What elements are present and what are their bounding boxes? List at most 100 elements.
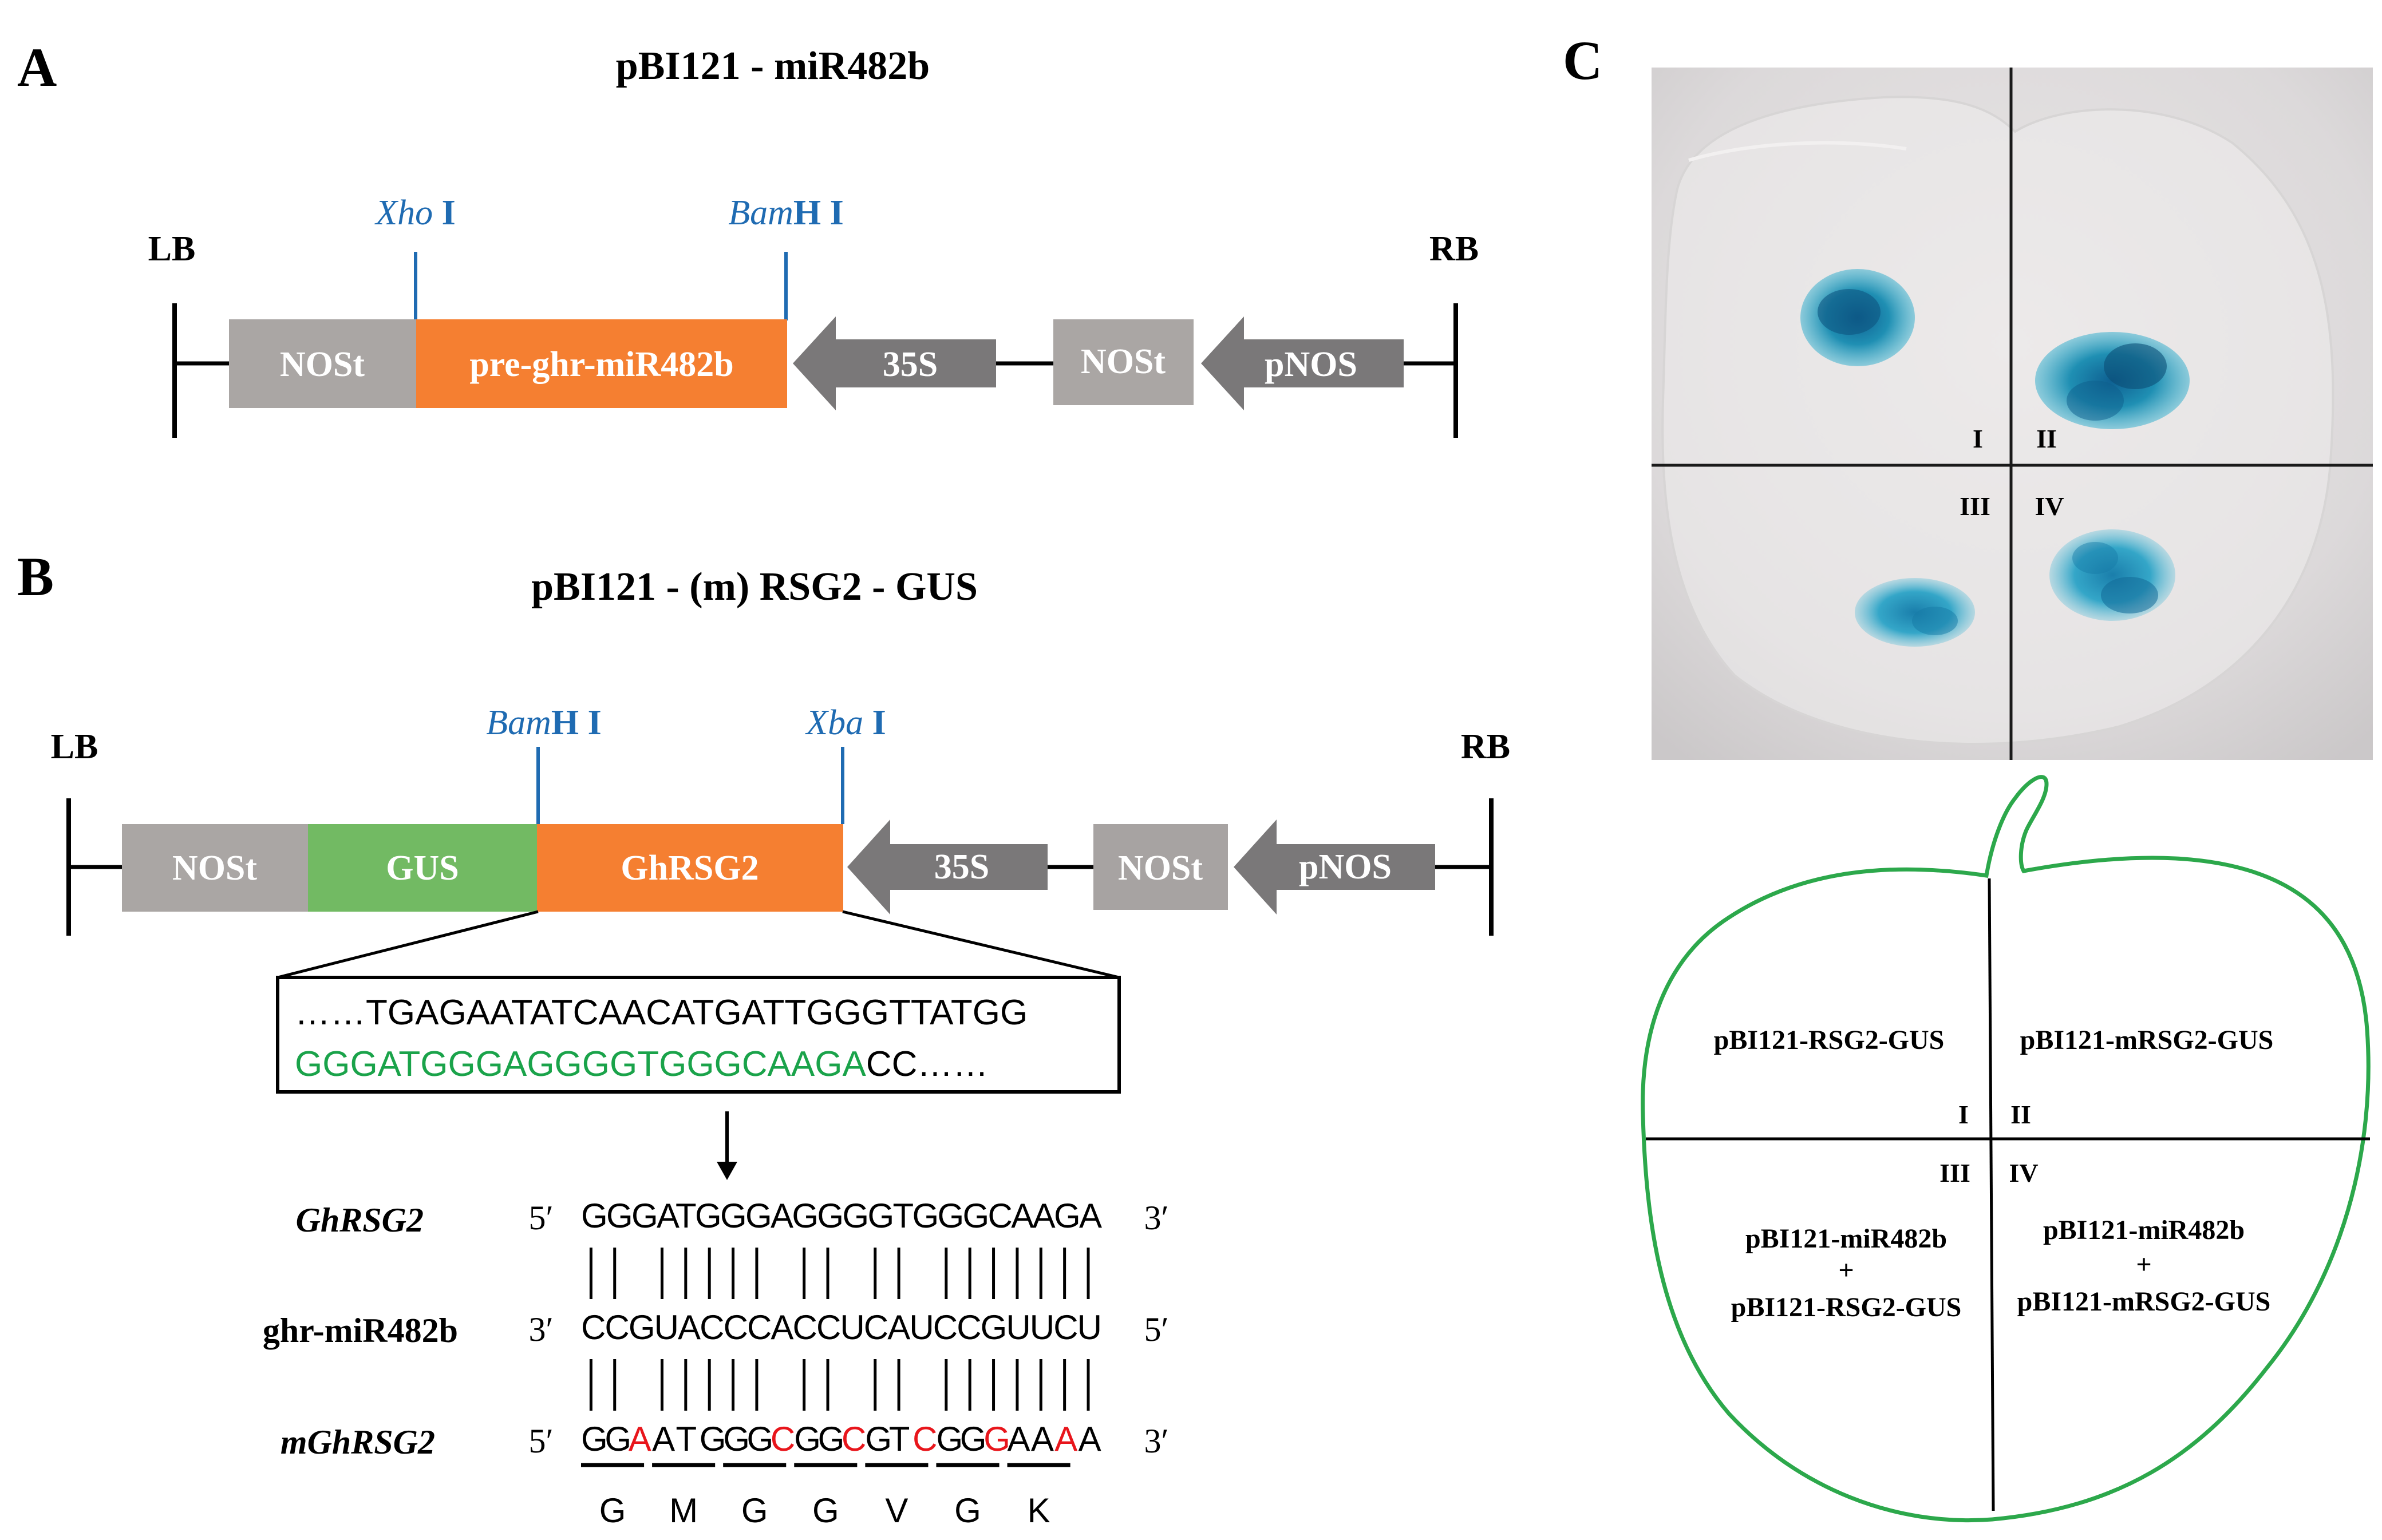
leaf-quadrant-iii: III — [1939, 1158, 1970, 1187]
mutated-seq-base: A — [1054, 1420, 1077, 1458]
panel-b-title: pBI121 - (m) RSG2 - GUS — [531, 565, 978, 609]
alignment-row-3-label: mGhRSG2 — [281, 1423, 435, 1461]
nost-label-b: NOSt — [172, 849, 257, 888]
pre-mirna-label: pre-ghr-miR482b — [469, 345, 734, 384]
gus-staining-photo: I II III IV — [1652, 68, 2373, 760]
alignment-row-1-3prime: 3′ — [1144, 1199, 1168, 1237]
sequence-line-2: GGGATGGGAGGGGTGGGCAAGACC…… — [295, 1044, 988, 1084]
base-pair-bars-upper — [589, 1248, 1090, 1299]
amino-acid-letter: K — [1028, 1491, 1050, 1530]
alignment-row-1-5prime: 5′ — [528, 1199, 553, 1237]
pnos-label: pNOS — [1265, 345, 1357, 384]
promoter-35s-arrow — [793, 316, 996, 410]
leaf-vertical-divider — [1988, 878, 1995, 1511]
leaf-quadrant-ii: II — [2010, 1100, 2031, 1129]
photo-quadrant-i: I — [1973, 424, 1983, 453]
pre-mirna-box — [416, 319, 787, 408]
mutated-seq-base: G — [581, 1420, 608, 1458]
alignment-row-3-3prime: 3′ — [1144, 1422, 1168, 1460]
panel-c-letter: C — [1563, 30, 1602, 91]
mutated-seq-base: G — [747, 1420, 774, 1458]
zoom-line-right — [842, 910, 1120, 979]
mutated-seq-base: G — [723, 1420, 750, 1458]
mutated-seq-base: G — [983, 1420, 1010, 1458]
sequence-line-1: ……TGAGAATATCAACATGATTGGGTTATGG — [295, 993, 1028, 1032]
promoter-35s-label: 35S — [883, 345, 938, 384]
photo-quadrant-ii: II — [2036, 424, 2057, 453]
leaf-label-q1: pBI121-RSG2-GUS — [1714, 1025, 1945, 1055]
mutated-seq-base: A — [652, 1420, 675, 1458]
leaf-label-q2: pBI121-mRSG2-GUS — [2020, 1025, 2274, 1055]
alignment-row-2-sequence: CCGUACCCACCUCAUCCGUUCU — [581, 1308, 1102, 1347]
alignment-row-1-label: GhRSG2 — [296, 1201, 424, 1239]
pnos-label-b: pNOS — [1299, 848, 1392, 886]
mutated-seq-base: A — [1079, 1420, 1101, 1458]
nost-label: NOSt — [280, 345, 365, 384]
leaf-schematic: pBI121-RSG2-GUS pBI121-mRSG2-GUS I II II… — [1641, 775, 2371, 1523]
panel-b-rb-label: RB — [1461, 727, 1510, 766]
alignment-row-1-sequence: GGGATGGGAGGGGTGGGCAAGA — [581, 1197, 1102, 1235]
alignment-row-2-5prime: 5′ — [1144, 1311, 1168, 1348]
leaf-label-q3-line3: pBI121-RSG2-GUS — [1731, 1292, 1962, 1323]
nost-box-b — [122, 824, 308, 912]
amino-acid-letter: V — [885, 1491, 908, 1530]
leaf-label-q4-line3: pBI121-mRSG2-GUS — [2017, 1286, 2271, 1317]
panel-c: C I II III IV — [1563, 30, 2373, 1523]
mutated-seq-base: G — [937, 1420, 963, 1458]
stain-spot-iii — [1855, 578, 1975, 647]
ghrsg2-label: GhRSG2 — [621, 849, 759, 888]
bamhi-site-label-b: BamH I — [486, 703, 602, 742]
leaf-quadrant-iv: IV — [2009, 1158, 2038, 1187]
mutated-seq-base: T — [889, 1420, 910, 1458]
nost-label-b2: NOSt — [1118, 849, 1203, 888]
zoom-line-left — [277, 910, 539, 979]
alignment-row-3-sequence: GGAATGGGCGGCGTCGGGAAAA — [581, 1420, 1101, 1458]
nost-box — [229, 319, 416, 408]
mutated-seq-base: G — [818, 1420, 845, 1458]
mutated-seq-base: G — [865, 1420, 892, 1458]
xhoi-site-label: Xho I — [374, 193, 456, 232]
mutated-seq-base: G — [605, 1420, 631, 1458]
amino-acid-letter: G — [954, 1491, 981, 1530]
pnos-arrow-b — [1234, 820, 1435, 915]
alignment-row-2-label: ghr-miR482b — [263, 1312, 458, 1349]
panel-b-lb-label: LB — [51, 727, 98, 766]
amino-acid-letter: G — [741, 1491, 768, 1530]
bamhi-site-label: BamH I — [728, 193, 844, 232]
amino-acid-letter: G — [599, 1491, 626, 1530]
amino-acid-letter: G — [812, 1491, 839, 1530]
mutated-seq-base: G — [794, 1420, 821, 1458]
pnos-arrow — [1201, 316, 1404, 410]
nost-box-b2 — [1093, 824, 1228, 910]
panel-b: B pBI121 - (m) RSG2 - GUS LB RB BamH I X… — [17, 546, 1510, 1530]
photo-quadrant-iv: IV — [2035, 492, 2064, 521]
promoter-35s-label-b: 35S — [934, 848, 989, 886]
nost-label-2: NOSt — [1081, 342, 1166, 381]
mutated-seq-base: C — [912, 1420, 937, 1458]
leaf-outline — [1641, 775, 2371, 1523]
leaf-label-q4-line2: + — [2136, 1249, 2151, 1280]
leaf-label-q3-line1: pBI121-miR482b — [1745, 1224, 1947, 1254]
panel-a-title: pBI121 - miR482b — [616, 44, 930, 88]
xbai-site-label: Xba I — [804, 703, 886, 742]
gus-box — [308, 824, 537, 912]
amino-acid-letter: M — [669, 1491, 698, 1530]
down-arrow-head — [717, 1162, 737, 1180]
gus-label: GUS — [386, 849, 459, 888]
promoter-35s-arrow-b — [847, 820, 1048, 915]
panel-b-letter: B — [17, 546, 54, 607]
leaf-label-q3-line2: + — [1838, 1255, 1854, 1285]
ghrsg2-box — [537, 824, 843, 912]
panel-a-letter: A — [17, 37, 57, 98]
panel-a-rb-label: RB — [1429, 229, 1479, 268]
leaf-quadrant-i: I — [1958, 1100, 1969, 1129]
panel-a-lb-label: LB — [148, 229, 196, 268]
base-pair-bars-lower — [589, 1359, 1090, 1411]
mutated-seq-base: T — [676, 1420, 697, 1458]
mutated-seq-base: G — [960, 1420, 987, 1458]
nost-box-2 — [1053, 319, 1194, 405]
alignment-row-3-5prime: 5′ — [528, 1422, 553, 1460]
mutated-seq-base: C — [771, 1420, 795, 1458]
panel-a: A pBI121 - miR482b LB RB Xho I BamH I NO… — [17, 37, 1479, 438]
